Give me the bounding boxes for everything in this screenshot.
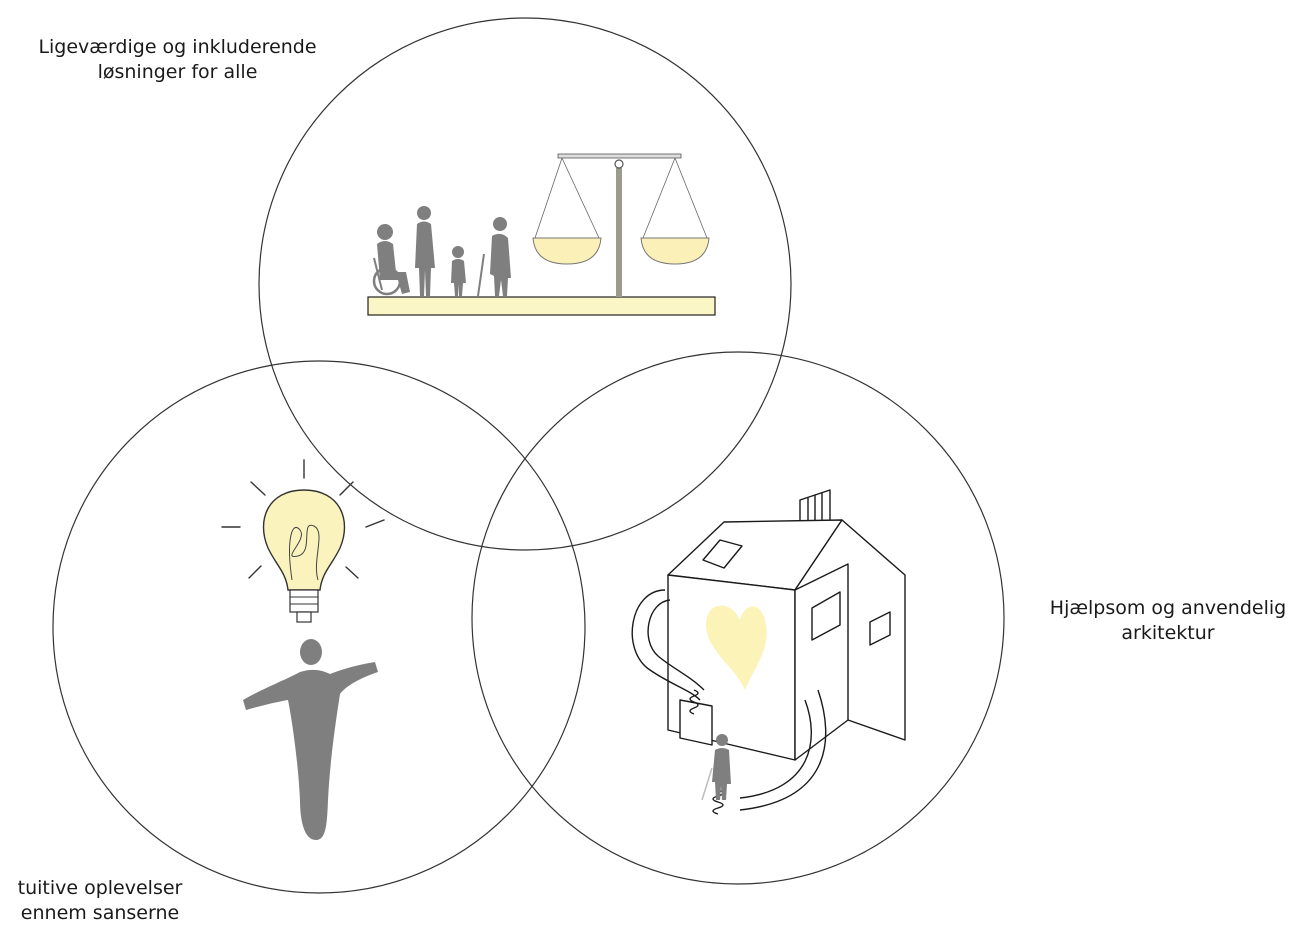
- label-right-line2: arkitektur: [1121, 622, 1215, 644]
- venn-circle-top: [258, 17, 792, 551]
- venn-circle-left: [52, 360, 586, 894]
- venn-circle-right: [471, 351, 1005, 885]
- label-intuitive-experiences: tuitive oplevelser ennem sanserne: [0, 876, 310, 926]
- label-equal-solutions: Ligeværdige og inkluderende løsninger fo…: [0, 35, 355, 85]
- label-left-line2: ennem sanserne: [20, 902, 180, 924]
- label-top-line1: Ligeværdige og inkluderende: [38, 36, 317, 58]
- label-top-line2: løsninger for alle: [97, 61, 258, 83]
- lightbulb-person-icon: [221, 459, 385, 840]
- label-left-line1: tuitive oplevelser: [17, 877, 183, 899]
- house-heart-icon: [631, 489, 906, 815]
- equality-scale-icon: [367, 153, 716, 316]
- label-right-line1: Hjælpsom og anvendelig: [1049, 597, 1287, 619]
- label-helpful-architecture: Hjælpsom og anvendelig arkitektur: [1022, 596, 1314, 646]
